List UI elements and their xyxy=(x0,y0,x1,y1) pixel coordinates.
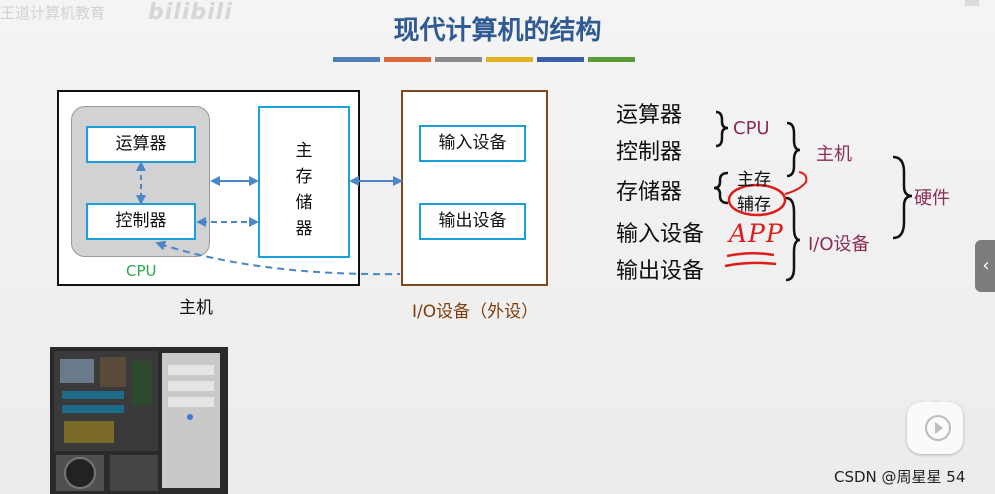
note-storage: 存储器 xyxy=(616,174,682,206)
side-panel-toggle[interactable]: ‹ xyxy=(975,240,995,292)
brace-hardware xyxy=(893,157,912,238)
note-cpu: CPU xyxy=(733,118,770,139)
note-alu: 运算器 xyxy=(616,97,682,129)
note-aux-memory: 辅存 xyxy=(737,190,771,215)
note-host: 主机 xyxy=(816,140,852,166)
brace-io xyxy=(786,198,800,280)
brace-cpu xyxy=(716,112,728,146)
note-hardware: 硬件 xyxy=(914,184,950,210)
computer-case-image xyxy=(50,347,228,494)
note-input: 输入设备 xyxy=(616,216,704,248)
app-underline xyxy=(725,253,776,266)
note-output: 输出设备 xyxy=(616,253,704,285)
brace-host xyxy=(787,123,800,176)
note-io: I/O设备 xyxy=(808,230,870,256)
note-app: APP xyxy=(729,219,784,248)
play-button[interactable] xyxy=(907,402,963,454)
brace-storage xyxy=(714,173,728,203)
note-main-memory: 主存 xyxy=(737,165,771,190)
computer-case-photo xyxy=(50,347,228,494)
note-control: 控制器 xyxy=(616,134,682,166)
chevron-left-icon: ‹ xyxy=(982,255,989,276)
credit-text: CSDN @周星星 54 xyxy=(834,466,965,487)
play-icon xyxy=(925,415,951,441)
arrow-control-io xyxy=(160,244,400,274)
